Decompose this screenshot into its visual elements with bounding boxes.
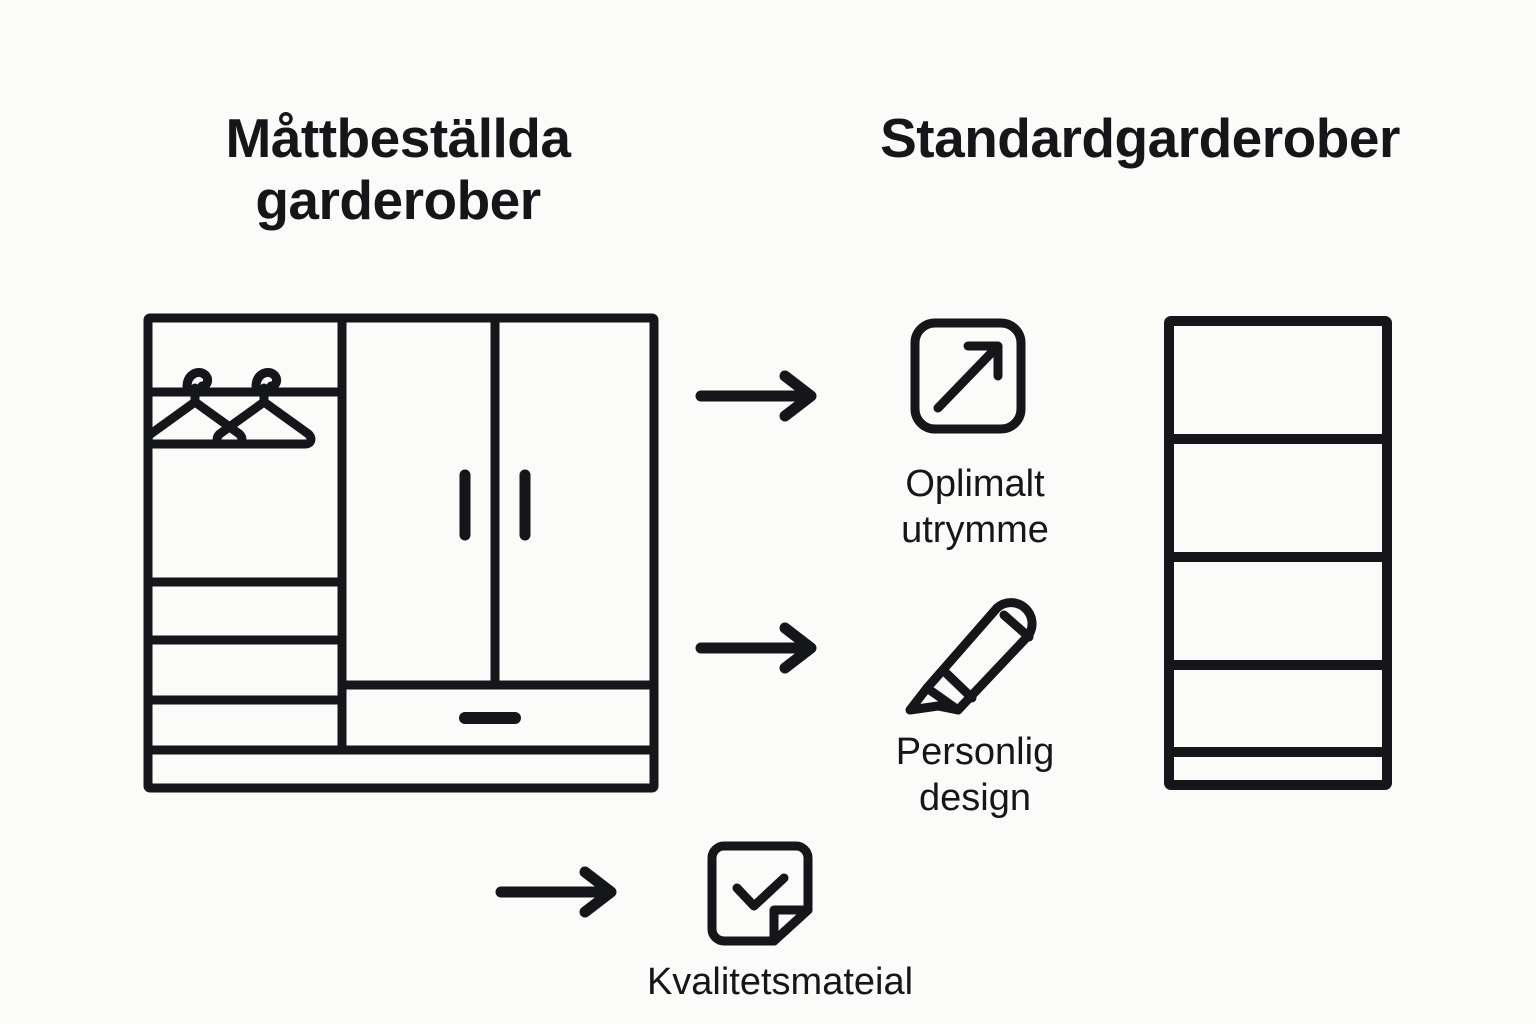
- feature-label-quality-material: Kvalitetsmateial: [646, 961, 914, 1003]
- custom-wardrobe-illustration: [140, 310, 670, 810]
- standard-wardrobe-illustration: [1160, 312, 1400, 802]
- page-title-custom-wardrobes: Måttbeställda garderober: [225, 107, 571, 231]
- right-arrow-icon-3: [495, 864, 625, 920]
- pencil-icon: [900, 588, 1045, 718]
- feature-label-personal-design: Personlig design: [895, 731, 1055, 819]
- expand-arrow-icon: [908, 316, 1028, 436]
- right-arrow-icon-2: [695, 620, 825, 676]
- right-arrow-icon-1: [695, 368, 825, 424]
- page-title-standard-wardrobes: Standardgarderober: [880, 107, 1400, 169]
- checked-document-icon: [700, 840, 825, 950]
- clothes-hanger-icon: [143, 368, 316, 449]
- feature-label-optimal-space: Oplimalt utrymme: [901, 463, 1049, 551]
